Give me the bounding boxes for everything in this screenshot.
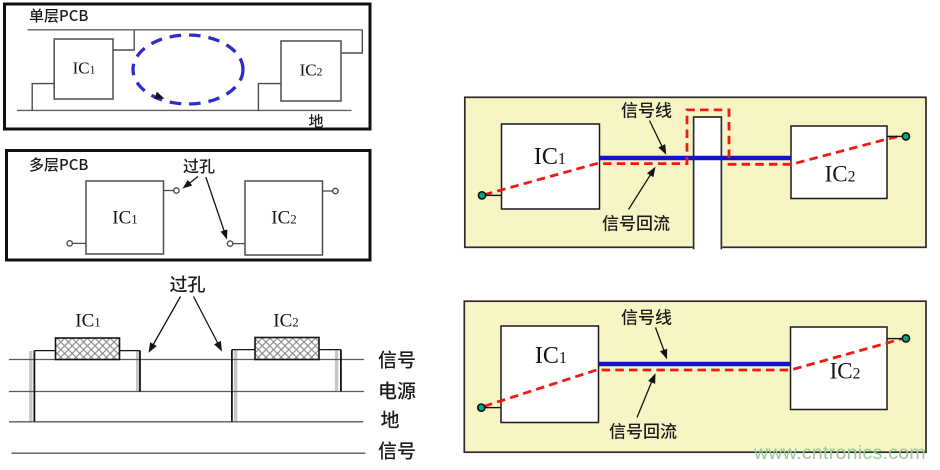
ic2-label-sub: 2	[316, 65, 323, 78]
ic2-label-sub: 2	[292, 314, 299, 330]
layer-label-signal-bottom: 信号	[377, 436, 417, 464]
ic1-label-text: IC	[112, 207, 132, 228]
ic2-label-text: IC	[299, 60, 317, 79]
ic2-label-text: IC	[824, 161, 848, 187]
return-current-path	[483, 108, 902, 197]
signal-line-callout-arrow	[648, 120, 665, 150]
return-current-path	[483, 337, 902, 408]
ic2-box	[789, 326, 888, 411]
right-pad-dot	[901, 131, 911, 141]
ic1-left-via	[66, 239, 74, 247]
ic1-box	[85, 180, 165, 255]
ic1-label-sub: 1	[94, 314, 101, 330]
layer-label-ground: 地	[380, 405, 400, 432]
ic2-label-text: IC	[829, 358, 853, 384]
ic2-right-via	[331, 187, 339, 195]
return-callout-arrow	[636, 378, 654, 418]
ic2-package	[254, 336, 320, 361]
ic2-label-sub: 2	[290, 211, 297, 227]
ic2-label: IC2	[300, 61, 323, 78]
ic1-label: IC1	[112, 208, 137, 227]
signal-line-label: 信号线	[621, 96, 672, 122]
left-pad-dot	[477, 190, 487, 200]
current-loop-ellipse	[131, 33, 245, 106]
single-layer-pcb-panel	[3, 2, 372, 131]
left-pad-dot	[476, 403, 486, 412]
ic1-label-sub: 1	[89, 63, 96, 76]
via-label: 过孔	[182, 153, 216, 177]
via-callout-arrowhead-left	[182, 179, 193, 189]
via-callout-arrow-right	[205, 176, 226, 234]
ic1-right-via	[172, 187, 180, 194]
ic2-label: IC2	[273, 312, 298, 331]
ic1-label-text: IC	[534, 343, 559, 369]
ic2-label-text: IC	[271, 207, 291, 229]
ic2-box	[280, 40, 342, 102]
return-callout-arrow	[627, 171, 654, 210]
stackup-cross-section	[9, 296, 366, 454]
ic1-label-sub: 1	[557, 149, 567, 168]
ic2-label: IC2	[271, 209, 296, 228]
ic1-output-step-wire	[113, 29, 135, 51]
ic1-label-sub: 1	[558, 348, 568, 367]
ic2-label-sub: 2	[847, 168, 856, 186]
solid-plane-panel	[463, 300, 927, 454]
return-path-label: 信号回流	[609, 417, 677, 442]
slotted-plane-panel	[463, 96, 927, 251]
ic1-box	[53, 38, 114, 100]
via-callout-arrow-right	[192, 296, 221, 347]
ic1-ground-step-wire	[31, 82, 55, 111]
ic1-box	[500, 325, 600, 424]
ic1-label: IC1	[535, 344, 567, 368]
multi-layer-pcb-panel	[5, 149, 372, 262]
ic2-box	[790, 125, 888, 200]
signal-line-callout-arrow	[654, 327, 666, 354]
return-path-label: 信号回流	[602, 209, 670, 234]
plane-slot	[692, 116, 723, 251]
layer-label-power: 电源	[377, 376, 417, 404]
signal-line-callout-arrowhead	[658, 144, 667, 155]
right-pad-dot	[901, 333, 911, 343]
ic1-label-text: IC	[72, 58, 90, 77]
layer-label-signal-top: 信号	[377, 345, 417, 373]
ic2-left-via	[226, 240, 234, 248]
ic2-label: IC2	[825, 163, 856, 186]
ic1-label-sub: 1	[131, 211, 138, 226]
signal-line-label: 信号线	[621, 303, 672, 328]
plane-slot-outline	[692, 116, 723, 250]
via-callout-arrowhead-right	[214, 340, 222, 352]
watermark: www.cntronics.com	[754, 442, 926, 464]
via-callout-arrowhead-right	[220, 229, 228, 240]
ic1-label: IC1	[534, 145, 566, 169]
ic2-label-text: IC	[273, 310, 293, 332]
ic1-label-text: IC	[533, 144, 558, 170]
ic2-box	[244, 180, 324, 256]
signal-line-callout-arrowhead	[660, 348, 668, 360]
single-layer-title: 单层PCB	[29, 5, 89, 26]
ic1-package	[54, 337, 121, 361]
via-label: 过孔	[169, 270, 206, 297]
return-callout-arrowhead	[648, 373, 656, 384]
ic2-output-step-wire	[341, 29, 363, 54]
ic1-label-text: IC	[75, 310, 95, 332]
loop-direction-arrowhead	[154, 91, 165, 99]
ground-label: 地	[308, 110, 324, 131]
ic2-label-sub: 2	[852, 365, 861, 383]
ic2-ground-step-wire	[257, 82, 281, 111]
via-callout-arrow-left	[150, 296, 182, 349]
ic1-label: IC1	[73, 59, 96, 76]
via-callout-arrowhead-left	[148, 342, 157, 353]
return-callout-arrowhead	[646, 166, 656, 178]
ic2-label: IC2	[830, 360, 861, 383]
ic1-label: IC1	[75, 312, 100, 331]
multi-layer-title: 多层PCB	[29, 154, 89, 175]
